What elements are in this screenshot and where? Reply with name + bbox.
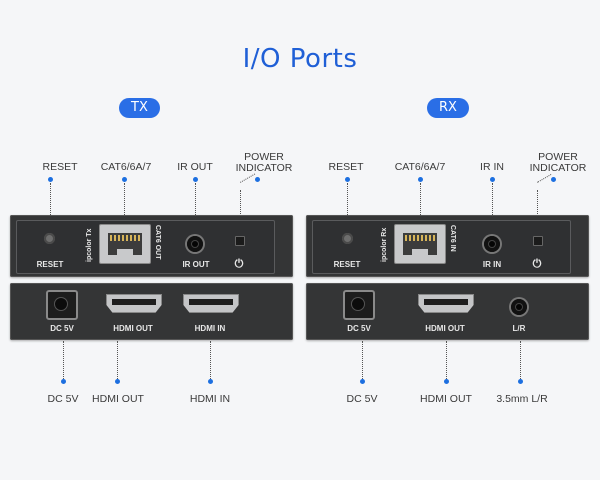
rx-label-power: POWER INDICATOR: [528, 152, 588, 174]
tx-leader-ir: [195, 183, 196, 233]
rx-lr-audio-jack[interactable]: [511, 299, 527, 315]
rx-label-reset: RESET: [328, 161, 364, 173]
tx-silk-dc: DC 5V: [50, 324, 74, 333]
rx-label-dc: DC 5V: [346, 393, 378, 405]
rx-pointer-reset: [345, 177, 350, 182]
tx-pointer-reset: [48, 177, 53, 182]
tx-pointer-dc: [61, 379, 66, 384]
rx-label-hdmi-out: HDMI OUT: [420, 393, 472, 405]
rx-silk-dc: DC 5V: [347, 324, 371, 333]
tx-leader-hdmi-in: [210, 341, 211, 379]
rx-pointer-ir: [490, 177, 495, 182]
rx-silk-ir-in: IR IN: [482, 260, 502, 269]
tx-dc-jack[interactable]: [46, 290, 78, 320]
tx-label-dc: DC 5V: [47, 393, 79, 405]
rx-leader-cat: [420, 183, 421, 219]
rx-label-ir-in: IR IN: [480, 161, 504, 173]
tx-label-reset: RESET: [42, 161, 78, 173]
rx-badge: RX: [427, 98, 469, 118]
rx-silk-ipcolor: ipcolor Rx: [381, 227, 388, 262]
tx-leader-power-diagonal: [240, 173, 256, 183]
rx-leader-lr: [520, 341, 521, 379]
rx-rj45-port[interactable]: [394, 224, 446, 264]
rx-leader-reset: [347, 183, 348, 219]
tx-label-hdmi-out: HDMI OUT: [92, 393, 144, 405]
tx-hdmi-out-port[interactable]: [106, 294, 162, 313]
page-title: I/O Ports: [242, 44, 358, 74]
rx-ir-in-jack[interactable]: [484, 236, 500, 252]
rx-label-power-line2: INDICATOR: [529, 162, 587, 174]
tx-rj45-pins: [110, 235, 140, 241]
rx-label-power-line1: POWER: [538, 151, 578, 163]
tx-leader-cat: [124, 183, 125, 219]
rx-rj45-latch: [412, 249, 428, 255]
tx-label-power-line1: POWER: [244, 151, 284, 163]
tx-label-power: POWER INDICATOR: [234, 152, 294, 174]
rx-pointer-hdmi-out: [444, 379, 449, 384]
tx-ir-out-jack[interactable]: [187, 236, 203, 252]
tx-pointer-ir: [193, 177, 198, 182]
rx-pointer-power: [551, 177, 556, 182]
rx-rj45-pins: [405, 235, 435, 241]
tx-hdmi-in-port[interactable]: [183, 294, 239, 313]
tx-leader-dc: [63, 341, 64, 379]
tx-pointer-cat: [122, 177, 127, 182]
rx-pointer-dc: [360, 379, 365, 384]
rx-leader-power-diagonal: [537, 174, 552, 183]
tx-leader-reset: [50, 183, 51, 219]
rx-hdmi-out-port[interactable]: [418, 294, 474, 313]
tx-silk-reset: RESET: [36, 260, 64, 269]
tx-rj45-port[interactable]: [99, 224, 151, 264]
tx-rj45-latch: [117, 249, 133, 255]
power-icon: ⏻: [532, 258, 542, 270]
tx-label-ir-out: IR OUT: [177, 161, 213, 173]
tx-power-led: [235, 236, 245, 246]
tx-silk-ir-out: IR OUT: [182, 260, 210, 269]
rx-leader-power: [537, 190, 538, 234]
rx-leader-hdmi-out: [446, 341, 447, 379]
tx-pointer-power: [255, 177, 260, 182]
rx-power-led: [533, 236, 543, 246]
tx-silk-ipcolor: ipcolor Tx: [86, 228, 93, 262]
tx-label-power-line2: INDICATOR: [235, 162, 293, 174]
tx-badge: TX: [119, 98, 160, 118]
tx-reset-button[interactable]: [44, 233, 55, 244]
tx-label-cat: CAT6/6A/7: [100, 161, 152, 173]
tx-leader-power: [240, 190, 241, 234]
tx-silk-hdmi-out: HDMI OUT: [113, 324, 153, 333]
rx-leader-dc: [362, 341, 363, 379]
rx-label-cat: CAT6/6A/7: [394, 161, 446, 173]
rx-dc-jack[interactable]: [343, 290, 375, 320]
tx-pointer-hdmi-out: [115, 379, 120, 384]
tx-silk-hdmi-in: HDMI IN: [194, 324, 226, 333]
rx-silk-hdmi-out: HDMI OUT: [425, 324, 465, 333]
rx-silk-lr: L/R: [512, 324, 526, 333]
tx-silk-cat6: CAT6 OUT: [154, 225, 161, 260]
rx-silk-cat6: CAT6 IN: [449, 225, 456, 252]
rx-pointer-lr: [518, 379, 523, 384]
rx-leader-ir: [492, 183, 493, 233]
tx-leader-hdmi-out: [117, 341, 118, 379]
rx-label-lr: 3.5mm L/R: [496, 393, 548, 405]
rx-silk-reset: RESET: [333, 260, 361, 269]
tx-label-hdmi-in: HDMI IN: [189, 393, 231, 405]
tx-pointer-hdmi-in: [208, 379, 213, 384]
rx-reset-button[interactable]: [342, 233, 353, 244]
rx-pointer-cat: [418, 177, 423, 182]
power-icon: ⏻: [234, 258, 244, 270]
